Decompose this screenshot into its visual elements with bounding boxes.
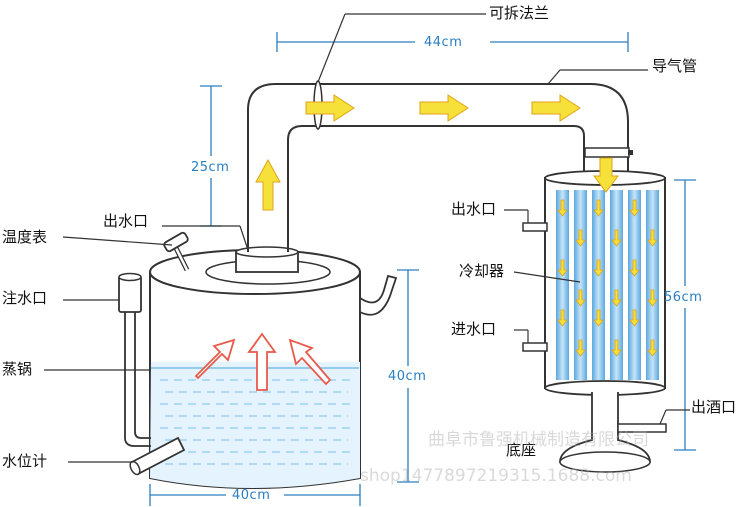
label-thermometer: 温度表 xyxy=(2,228,48,246)
arrow-up-right-icon xyxy=(194,338,236,380)
label-water-outlet-top: 出水口 xyxy=(103,212,149,230)
condenser-inlet-pipe xyxy=(522,342,548,352)
arrow-up-left-icon xyxy=(288,338,332,386)
water-ripples xyxy=(160,379,352,465)
liquor-outlet-pipe xyxy=(617,423,667,433)
label-cooler: 冷却器 xyxy=(459,262,505,280)
arrow-down-icon xyxy=(593,157,619,193)
condenser xyxy=(522,170,666,396)
label-steamer: 蒸锅 xyxy=(2,360,33,378)
arrow-up-icon xyxy=(255,158,281,211)
label-condenser-inlet: 进水口 xyxy=(451,320,497,338)
label-base: 底座 xyxy=(506,441,537,459)
label-condenser-outlet: 出水口 xyxy=(451,200,497,218)
condensate-arrows xyxy=(557,199,658,357)
dimension-lines xyxy=(149,32,696,506)
arrow-right-icon xyxy=(531,94,581,122)
cooling-tubes xyxy=(556,190,659,380)
leader-lines xyxy=(44,13,690,463)
label-liquor-outlet: 出酒口 xyxy=(691,398,737,416)
watermark-company: 曲阜市鲁强机械制造有限公司 xyxy=(428,430,649,450)
condenser-base xyxy=(559,392,667,473)
label-water-level-gauge: 水位计 xyxy=(2,452,48,470)
condenser-outlet-pipe xyxy=(522,222,548,232)
water-level-gauge xyxy=(129,436,186,476)
dim-pot-height: 40cm xyxy=(388,369,427,384)
dim-condenser-height: 56cm xyxy=(664,290,703,305)
watermark-shop: shop1477897219315.1688.com xyxy=(360,466,632,486)
thermometer-icon xyxy=(163,231,190,272)
vapor-flow-arrows xyxy=(255,94,619,211)
arrow-right-icon xyxy=(419,94,469,122)
label-flange: 可拆法兰 xyxy=(489,4,550,22)
dim-pipe-height: 25cm xyxy=(191,160,230,175)
arrow-up-icon xyxy=(247,332,277,391)
vapor-pipe xyxy=(235,80,633,273)
steam-arrows xyxy=(194,332,332,391)
dim-pipe-length: 44cm xyxy=(424,35,463,50)
dim-pot-width: 40cm xyxy=(232,488,271,503)
arrow-right-icon xyxy=(305,94,355,122)
pot-spout xyxy=(359,274,398,316)
label-water-inlet: 注水口 xyxy=(2,289,48,307)
water-fill-port xyxy=(118,272,151,447)
label-vapor-pipe: 导气管 xyxy=(652,57,698,75)
